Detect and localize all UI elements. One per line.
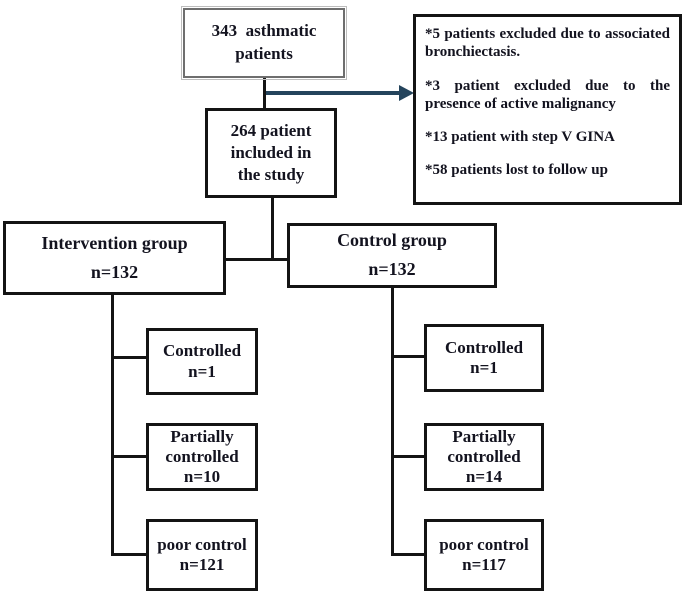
exclusion-item: *58 patients lost to follow up xyxy=(425,162,608,179)
intervention-group-n: n=132 xyxy=(90,261,139,282)
connector-stub-intervention-controlled xyxy=(111,356,147,359)
control-group-box: Control group n=132 xyxy=(287,223,497,288)
outcome-n: n=1 xyxy=(470,358,498,377)
included-box: 264 patient included in the study xyxy=(205,108,337,198)
exclusions-box: *5 patients excluded due to associated b… xyxy=(413,14,682,205)
outcome-box-control-controlled: Controlled n=1 xyxy=(424,324,544,392)
connector-stub-intervention-partial xyxy=(111,455,147,458)
outcome-n: n=117 xyxy=(462,555,506,574)
start-box: 343 asthmatic patients xyxy=(181,6,347,80)
arrow-head-icon xyxy=(399,85,414,101)
outcome-label: Partially controlled xyxy=(165,426,239,466)
intervention-group-title: Intervention group xyxy=(41,232,188,253)
connector-included-down xyxy=(271,198,274,261)
connector-start-to-included xyxy=(263,78,266,109)
exclusion-item: *5 patients excluded due to associated b… xyxy=(425,26,670,61)
exclusion-item: *3 patient excluded due to the presence … xyxy=(425,77,670,112)
outcome-label: Controlled xyxy=(444,337,524,357)
exclusion-item: *13 patient with step V GINA xyxy=(425,129,615,146)
outcome-n: n=10 xyxy=(183,467,221,487)
outcome-label: poor control xyxy=(439,534,529,554)
outcome-n: n=121 xyxy=(179,555,225,574)
control-group-title: Control group xyxy=(337,230,447,251)
connector-stub-control-controlled xyxy=(391,355,425,358)
outcome-n: n=14 xyxy=(465,467,503,487)
outcome-box-control-partially-controlled: Partially controlled n=14 xyxy=(424,423,544,491)
start-box-label: 343 asthmatic patients xyxy=(211,21,317,63)
outcome-box-intervention-controlled: Controlled n=1 xyxy=(146,328,258,395)
connector-stub-control-poor xyxy=(391,553,425,556)
connector-stub-control-partial xyxy=(391,455,425,458)
connector-group-split xyxy=(226,258,288,261)
outcome-label: Partially controlled xyxy=(447,426,521,466)
outcome-box-control-poor-control: poor control n=117 xyxy=(424,519,544,591)
included-box-label: 264 patient included in the study xyxy=(230,120,312,185)
outcome-label: Controlled xyxy=(162,341,242,361)
outcome-box-intervention-partially-controlled: Partially controlled n=10 xyxy=(146,423,258,491)
connector-control-branch xyxy=(391,288,394,556)
connector-stub-intervention-poor xyxy=(111,553,147,556)
outcome-box-intervention-poor-control: poor control n=121 xyxy=(146,519,258,591)
outcome-label: poor control xyxy=(157,534,247,554)
control-group-n: n=132 xyxy=(368,259,416,279)
connector-intervention-branch xyxy=(111,295,114,556)
outcome-n: n=1 xyxy=(188,361,216,381)
intervention-group-box: Intervention group n=132 xyxy=(3,221,226,295)
exclusion-arrow xyxy=(266,91,400,95)
